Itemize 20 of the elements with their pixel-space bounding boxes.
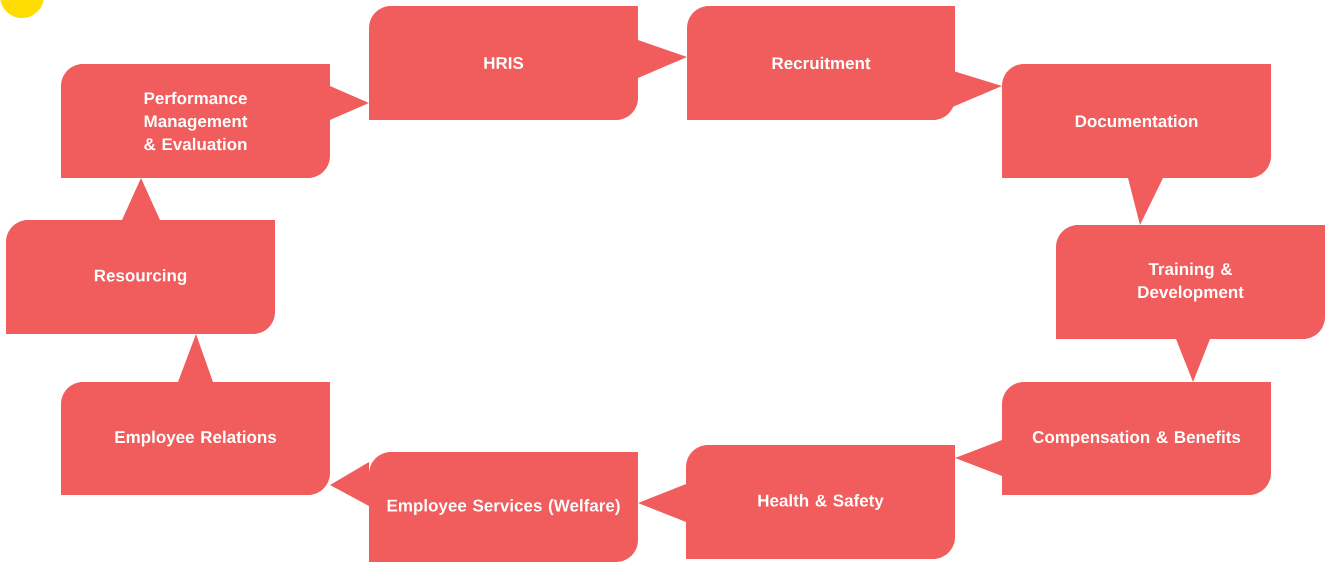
pointer-tail xyxy=(950,70,1002,108)
pointer-tail xyxy=(638,40,687,78)
pointer-tail xyxy=(638,484,686,522)
speech-bubble-box: Resourcing xyxy=(6,220,275,334)
speech-bubble-box: HRIS xyxy=(369,6,638,120)
speech-bubble-box: Employee Relations xyxy=(61,382,330,495)
speech-bubble-box: Employee Services (Welfare) xyxy=(369,452,638,562)
pointer-tail xyxy=(955,440,1002,476)
pointer-tail xyxy=(330,86,369,120)
pointer-tail xyxy=(330,462,369,506)
pointer-tail xyxy=(178,334,213,382)
speech-bubble-box: Health & Safety xyxy=(686,445,955,559)
speech-bubble-box: Compensation & Benefits xyxy=(1002,382,1271,495)
pointer-tail xyxy=(1176,339,1210,382)
speech-bubble-box: Recruitment xyxy=(687,6,955,120)
speech-bubble-box: Documentation xyxy=(1002,64,1271,178)
pointer-tail xyxy=(1128,178,1163,225)
pointer-tail xyxy=(122,178,160,220)
speech-bubble-box: Performance Management & Evaluation xyxy=(61,64,330,178)
speech-bubble-box: Training & Development xyxy=(1056,225,1325,339)
